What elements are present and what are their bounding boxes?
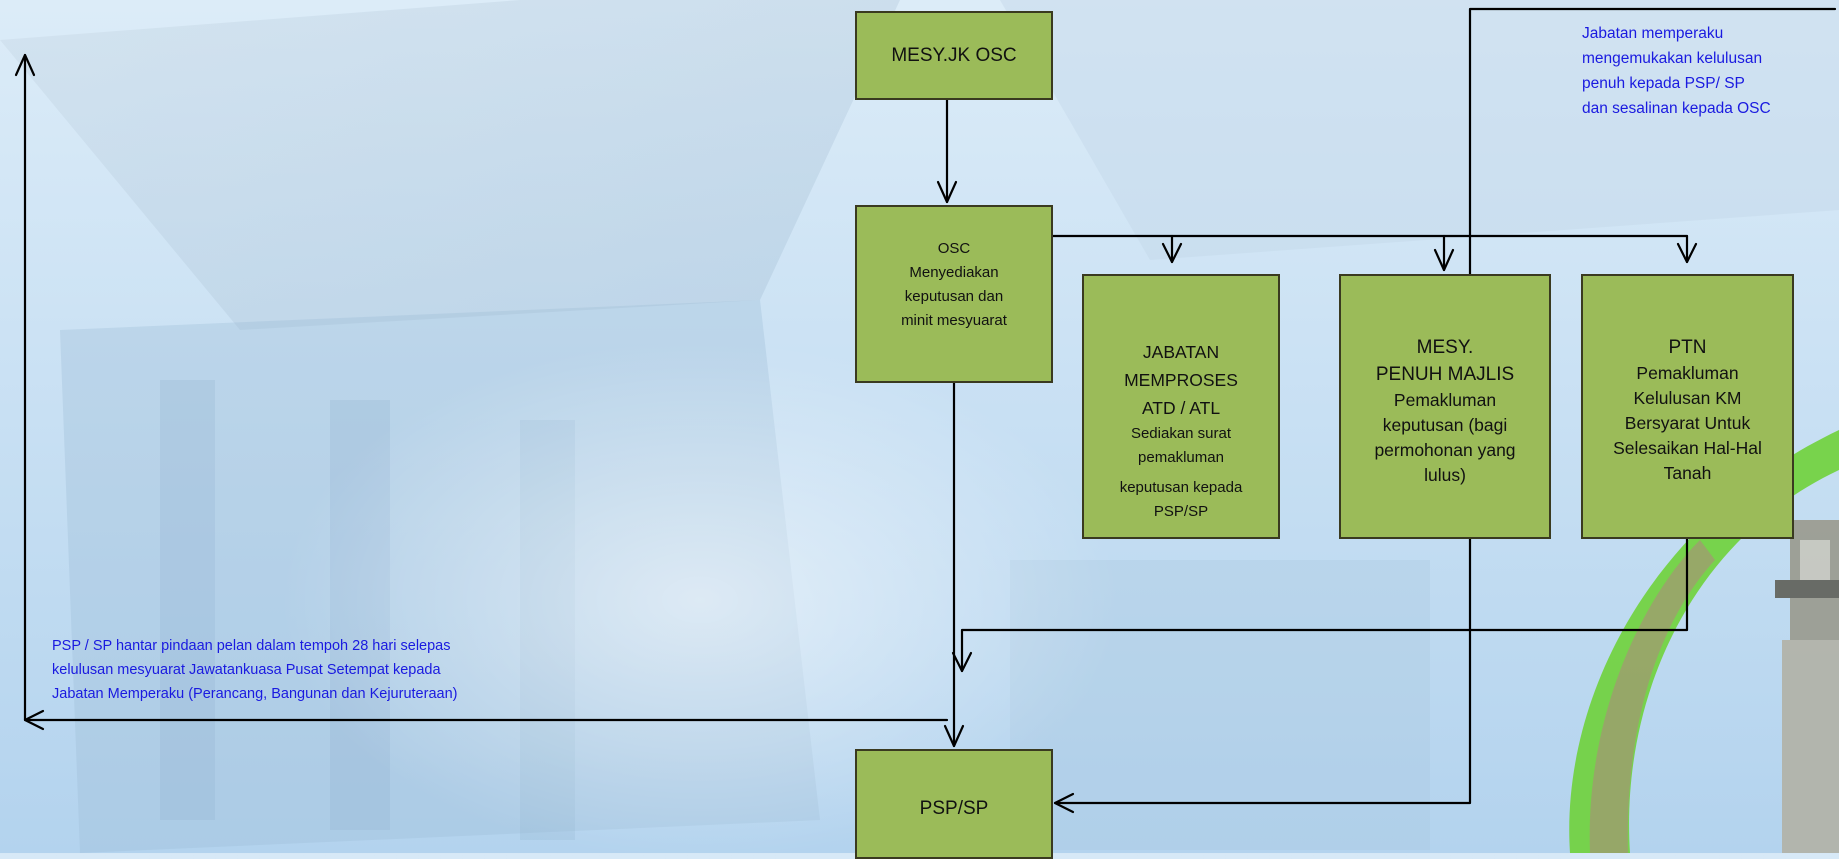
note-top-right: Jabatan memperaku mengemukakan kelulusan… <box>1582 21 1808 121</box>
note-top-right-line: mengemukakan kelulusan <box>1582 50 1763 67</box>
box-ptn-line: Pemakluman <box>1636 363 1739 383</box>
arrowhead-mesy-penuh <box>1433 248 1455 272</box>
box-ptn-title: PTN <box>1668 337 1707 358</box>
box-jabatan-line: pemakluman <box>1138 449 1224 466</box>
box-ptn-line: Bersyarat Untuk <box>1624 413 1751 433</box>
box-mesy-jk-osc: MESY.JK OSC <box>855 11 1053 100</box>
arrowhead-pspsp-right <box>1053 792 1075 814</box>
box-jabatan-title: JABATAN <box>1142 342 1220 362</box>
box-jabatan-line: PSP/SP <box>1153 503 1209 520</box>
box-osc-line: OSC <box>937 240 971 257</box>
box-mesy-jk-osc-title: MESY.JK OSC <box>891 44 1017 66</box>
arrowhead-ptn-return <box>951 651 973 673</box>
box-mesy-penuh-line: Pemakluman <box>1393 390 1497 410</box>
box-jabatan-line: Sediakan surat <box>1130 425 1232 442</box>
box-psp-sp: PSP/SP <box>855 749 1053 859</box>
box-ptn-line: Kelulusan KM <box>1633 388 1742 408</box>
box-jabatan-memproses: JABATAN MEMPROSES ATD / ATL Sediakan sur… <box>1082 274 1280 539</box>
arrowhead-jabatan <box>1161 242 1183 264</box>
box-osc: OSC Menyediakan keputusan dan minit mesy… <box>855 205 1053 383</box>
box-mesy-penuh-line: lulus) <box>1424 465 1466 485</box>
box-ptn: PTN Pemakluman Kelulusan KM Bersyarat Un… <box>1581 274 1794 539</box>
arrowhead-up <box>14 53 36 77</box>
connector-left-return <box>23 53 949 722</box>
note-bottom-left: PSP / SP hantar pindaan pelan dalam temp… <box>52 634 504 706</box>
box-mesy-penuh-title: MESY. <box>1416 337 1474 358</box>
note-bottom-left-line: Jabatan Memperaku (Perancang, Bangunan d… <box>52 686 458 702</box>
box-osc-line: Menyediakan <box>909 264 999 281</box>
box-psp-sp-title: PSP/SP <box>919 798 989 819</box>
box-mesy-penuh-line: permohonan yang <box>1374 440 1516 460</box>
box-ptn-line: Selesaikan Hal-Hal <box>1613 438 1762 458</box>
note-top-right-line: penuh kepada PSP/ SP <box>1582 75 1745 92</box>
box-jabatan-title: MEMPROSES <box>1124 370 1238 390</box>
arrowhead-pspsp <box>943 724 965 748</box>
box-jabatan-line: keputusan kepada <box>1119 479 1243 496</box>
arrowhead-left <box>23 709 45 731</box>
note-bottom-left-line: PSP / SP hantar pindaan pelan dalam temp… <box>52 638 451 654</box>
box-osc-line: minit mesyuarat <box>901 312 1007 329</box>
box-jabatan-title: ATD / ATL <box>1141 398 1221 418</box>
note-bottom-left-line: kelulusan mesyuarat Jawatankuasa Pusat S… <box>52 662 441 678</box>
box-mesy-penuh-majlis: MESY. PENUH MAJLIS Pemakluman keputusan … <box>1339 274 1551 539</box>
box-mesy-penuh-title: PENUH MAJLIS <box>1375 364 1515 385</box>
box-ptn-line: Tanah <box>1663 463 1712 483</box>
arrowhead-ptn <box>1676 242 1698 264</box>
note-top-right-line: dan sesalinan kepada OSC <box>1582 100 1771 117</box>
box-mesy-penuh-line: keputusan (bagi <box>1382 415 1508 435</box>
connector-ptn-to-pspsp <box>960 536 1689 673</box>
note-top-right-line: Jabatan memperaku <box>1582 25 1724 42</box>
box-osc-line: keputusan dan <box>904 288 1004 305</box>
arrowhead-osc <box>936 180 958 204</box>
